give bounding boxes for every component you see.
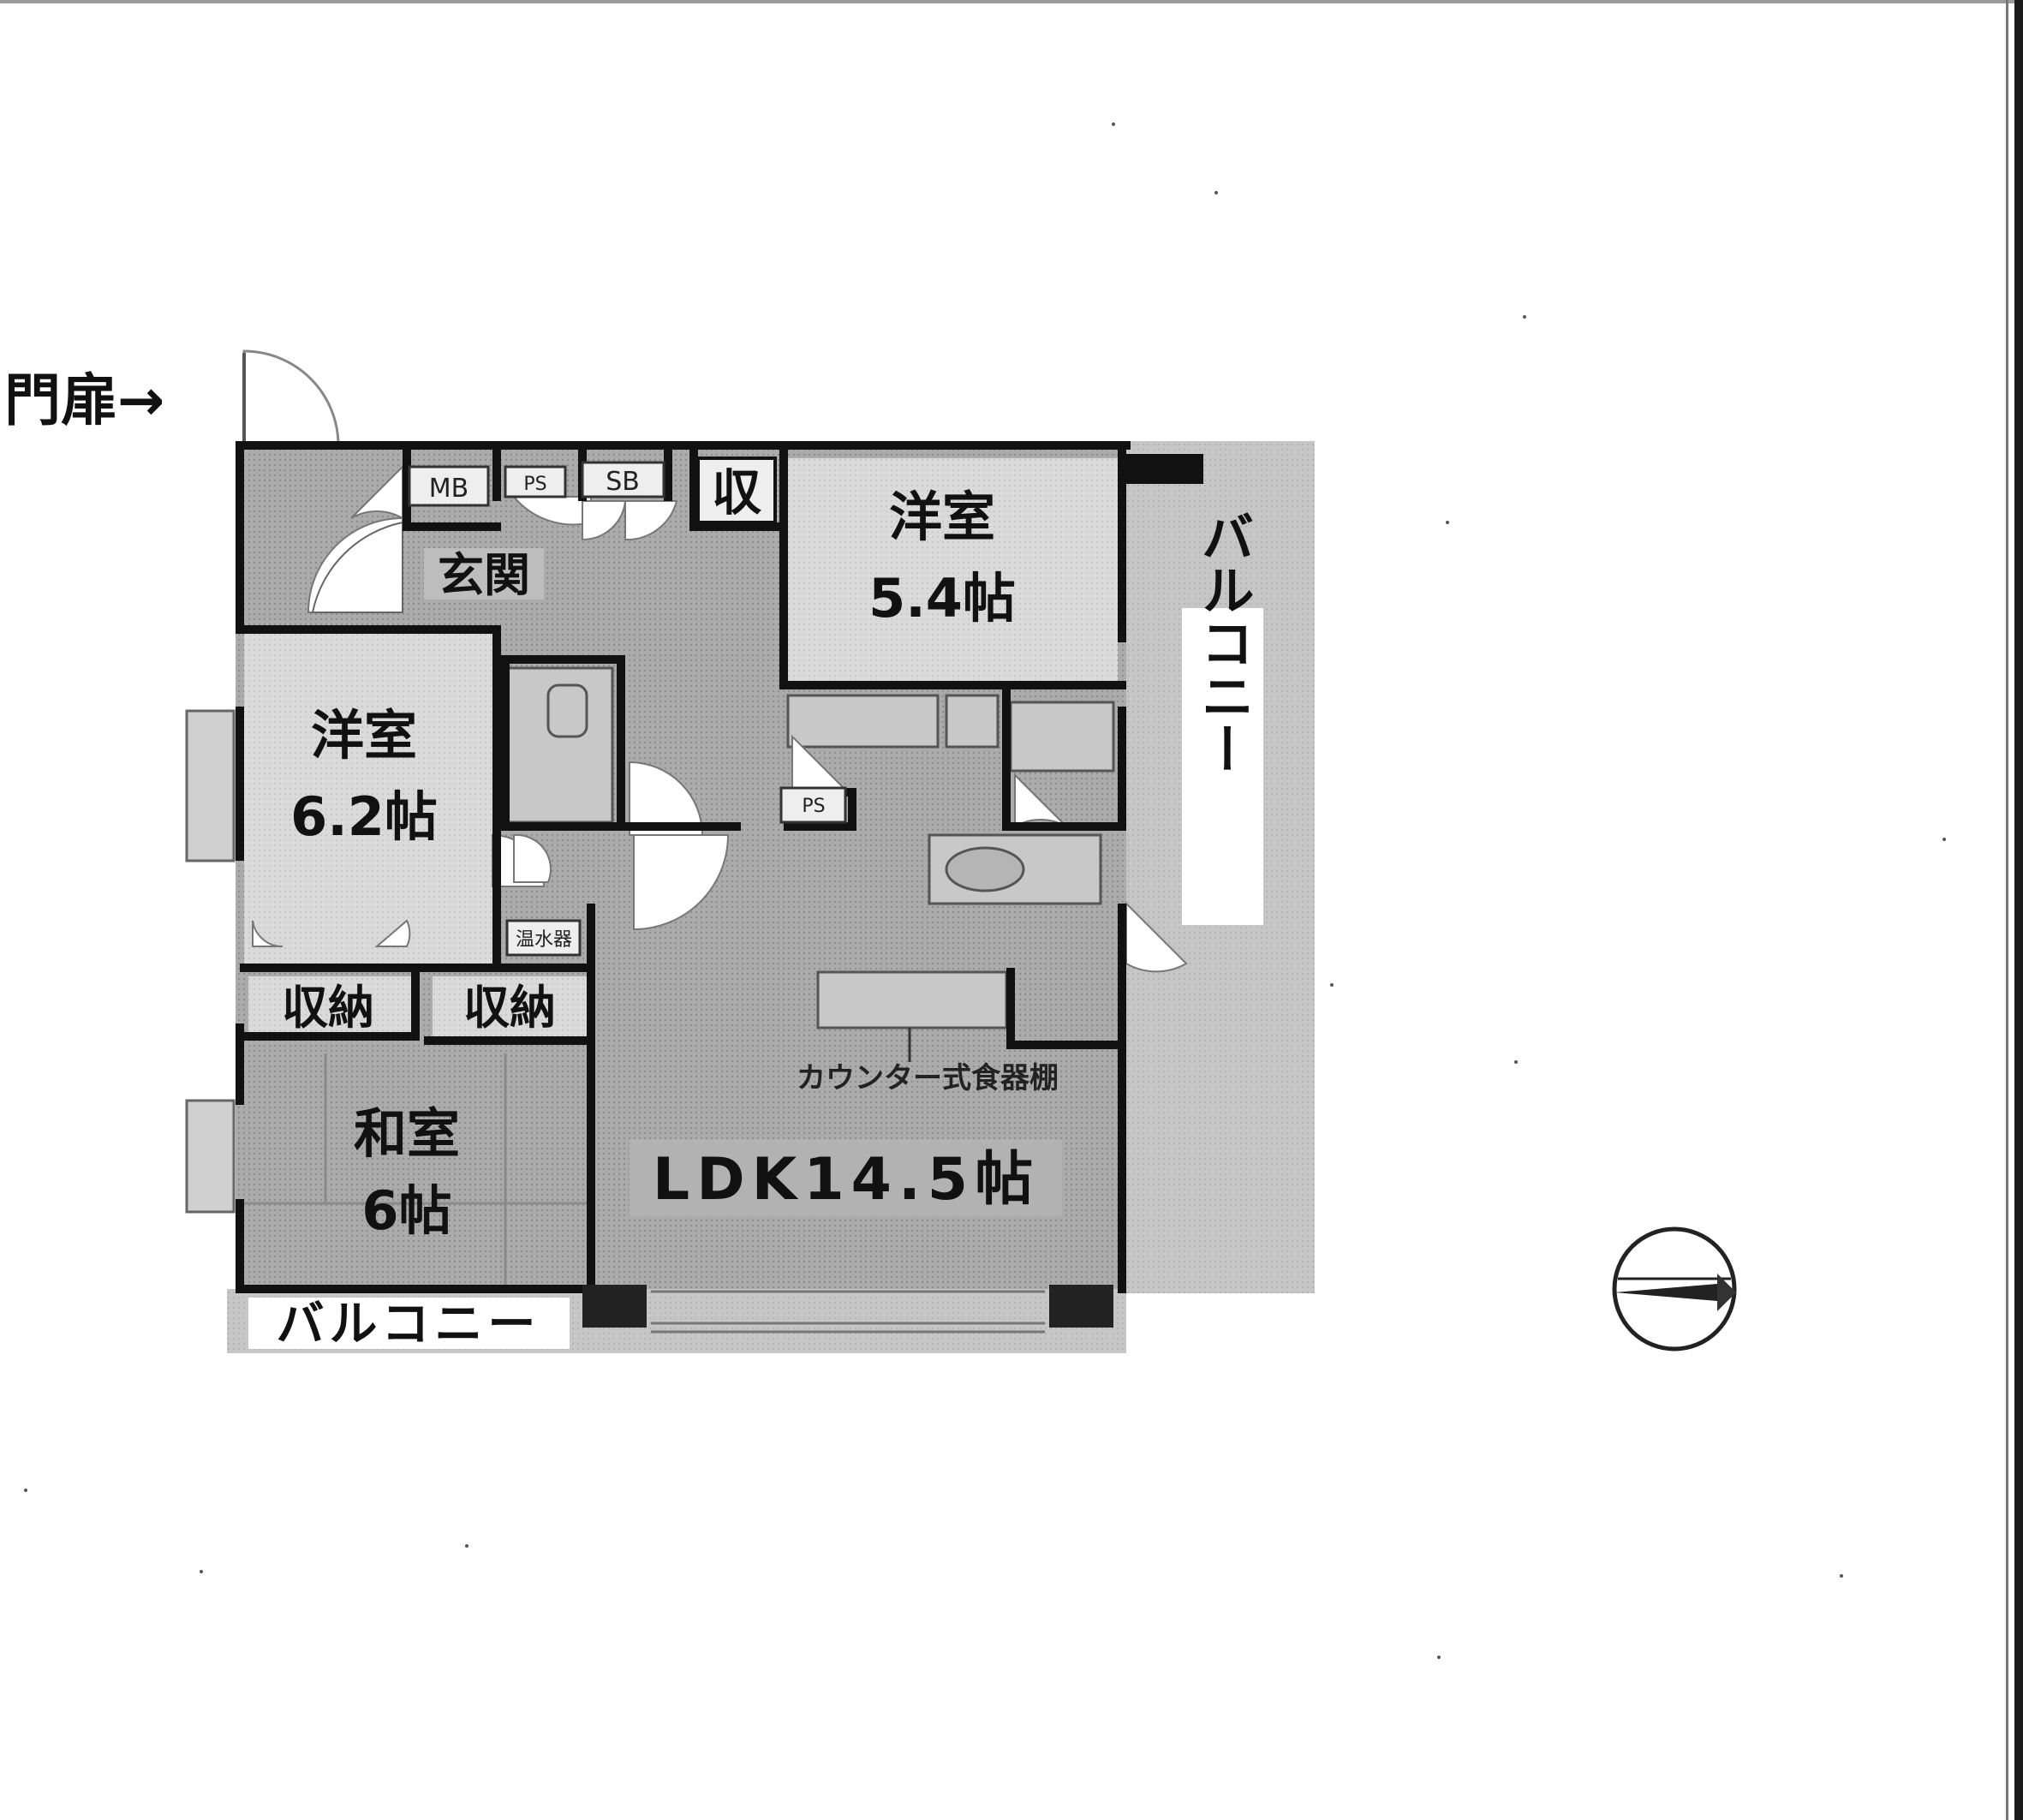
ldk-label: LDK14.5帖	[653, 1146, 1040, 1214]
sb-box	[581, 461, 665, 498]
bath-fixtures	[504, 666, 1115, 1029]
ps-kitchen-label: PS	[802, 796, 825, 817]
storage-1-label: 収納	[282, 981, 374, 1035]
storage-2-label: 収納	[463, 981, 556, 1035]
storage-small-label: 収	[712, 463, 761, 522]
page-edge-inner	[2006, 0, 2008, 1820]
gate-door-label: 門扉→	[4, 367, 164, 433]
sb-label: SB	[606, 467, 640, 497]
western-room-b-name: 洋室	[311, 704, 417, 767]
scan-specks	[24, 122, 1946, 1659]
ps-kitchen-box	[779, 786, 847, 824]
western-room-b-floor	[244, 634, 492, 964]
mb-label: MB	[429, 474, 468, 504]
storage-2-floor	[433, 976, 587, 1036]
gate-door-arc	[242, 349, 340, 446]
entrance-arc	[311, 521, 403, 613]
storage-1-floor	[248, 976, 411, 1036]
west-windows	[185, 709, 236, 1214]
western-room-a-floor	[788, 458, 1118, 683]
balcony-south-label: バルコニー	[277, 1297, 541, 1352]
page-edge-right	[2014, 0, 2023, 1820]
balcony-east-label-bg	[1182, 608, 1263, 925]
entrance-label-bg	[424, 548, 544, 600]
column-se	[1049, 1285, 1113, 1328]
western-room-a-name: 洋室	[889, 486, 995, 548]
japanese-room-size: 6帖	[361, 1179, 451, 1242]
japanese-room-name: 和室	[354, 1102, 460, 1165]
mb-box	[408, 465, 490, 507]
column-ne	[1126, 454, 1203, 484]
water-heater-label: 温水器	[516, 929, 572, 951]
balcony-south-label-bg	[248, 1298, 570, 1349]
western-room-a-size: 5.4帖	[868, 567, 1016, 630]
column-sw	[582, 1285, 647, 1328]
south-window	[651, 1290, 1045, 1334]
western-room-b-size: 6.2帖	[290, 785, 438, 848]
counter-cupboard-label: カウンター式食器棚	[797, 1061, 1059, 1095]
entrance-label: 玄関	[438, 548, 530, 602]
balcony-east-label: バルコニー	[1192, 510, 1255, 775]
page-edge-top	[0, 0, 2023, 3]
north-arrow-icon	[1612, 1226, 1737, 1352]
walls	[236, 441, 1131, 1293]
ps-top-box	[504, 465, 567, 498]
ldk-label-bg	[630, 1139, 1062, 1216]
ps-top-label: PS	[523, 474, 546, 495]
water-heater-box	[505, 919, 582, 957]
tatami-lines	[240, 1053, 591, 1285]
storage-small-box	[696, 456, 777, 524]
